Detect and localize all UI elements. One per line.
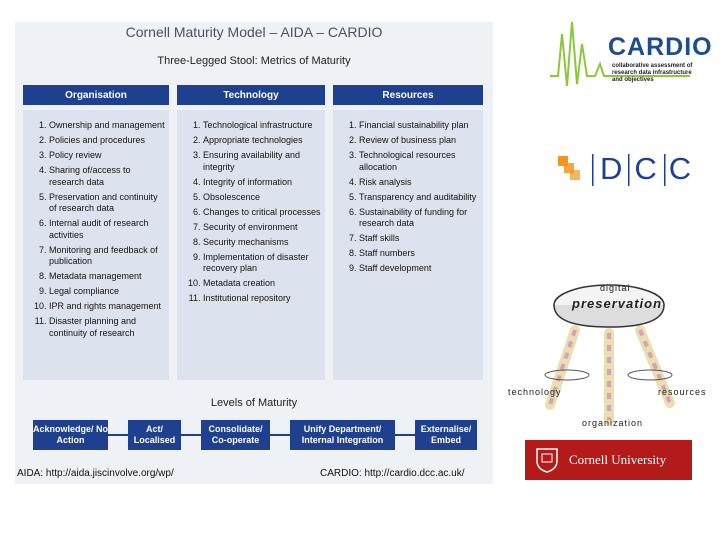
aida-url: AIDA: http://aida.jiscinvolve.org/wp/ — [17, 468, 174, 479]
list-item: Legal compliance — [49, 286, 165, 298]
column-organisation: Ownership and management Policies and pr… — [23, 110, 169, 380]
resources-list: Financial sustainability plan Review of … — [333, 110, 483, 275]
level-arrow — [108, 434, 128, 436]
cardio-url: CARDIO: http://cardio.dcc.ac.uk/ — [320, 468, 465, 479]
level-arrow — [395, 434, 415, 436]
level-arrow — [181, 434, 201, 436]
list-item: Sharing of/access to research data — [49, 165, 165, 188]
level-acknowledge: Acknowledge/ No Action — [33, 420, 108, 450]
stool-label-digital: digital — [600, 283, 631, 293]
level-consolidate: Consolidate/ Co-operate — [201, 420, 270, 450]
stool-label-organization: organization — [582, 418, 644, 428]
column-header-technology: Technology — [177, 85, 325, 105]
list-item: Preservation and continuity of research … — [49, 192, 165, 215]
list-item: Ownership and management — [49, 120, 165, 132]
list-item: Security mechanisms — [203, 237, 321, 249]
list-item: Security of environment — [203, 222, 321, 234]
list-item: Technological resources allocation — [359, 150, 479, 173]
column-header-organisation: Organisation — [23, 85, 169, 105]
level-unify: Unify Department/ Internal Integration — [290, 420, 395, 450]
technology-list: Technological infrastructure Appropriate… — [177, 110, 325, 305]
panel-title: Cornell Maturity Model – AIDA – CARDIO — [125, 24, 383, 40]
column-resources: Financial sustainability plan Review of … — [333, 110, 483, 380]
cornell-logo-text: Cornell University — [569, 452, 667, 467]
cardio-heartbeat-icon — [550, 21, 690, 87]
list-item: Policies and procedures — [49, 135, 165, 147]
dcc-logo-text: DCC — [600, 151, 704, 186]
list-item: IPR and rights management — [49, 301, 165, 313]
list-item: Changes to critical processes — [203, 207, 321, 219]
list-item: Ensuring availability and integrity — [203, 150, 321, 173]
list-item: Disaster planning and continuity of rese… — [49, 316, 165, 339]
list-item: Risk analysis — [359, 177, 479, 189]
panel-subtitle: Three-Legged Stool: Metrics of Maturity — [157, 55, 351, 67]
list-item: Metadata creation — [203, 278, 321, 290]
list-item: Financial sustainability plan — [359, 120, 479, 132]
list-item: Obsolescence — [203, 192, 321, 204]
dcc-logo-icon — [558, 154, 666, 186]
cornell-seal-icon — [536, 448, 558, 473]
organisation-list: Ownership and management Policies and pr… — [23, 110, 169, 339]
three-legged-stool-icon — [544, 284, 675, 425]
cornell-logo: Cornell University — [525, 440, 692, 480]
level-arrow — [270, 434, 290, 436]
stool-label-technology: technology — [508, 387, 562, 397]
list-item: Policy review — [49, 150, 165, 162]
list-item: Institutional repository — [203, 293, 321, 305]
list-item: Staff numbers — [359, 248, 479, 260]
stool-label-preservation: preservation — [572, 296, 663, 311]
levels-title: Levels of Maturity — [210, 397, 298, 409]
list-item: Transparency and auditability — [359, 192, 479, 204]
list-item: Implementation of disaster recovery plan — [203, 252, 321, 275]
list-item: Appropriate technologies — [203, 135, 321, 147]
list-item: Monitoring and feedback of publication — [49, 245, 165, 268]
cardio-tagline: collaborative assessment of research dat… — [612, 63, 693, 83]
level-externalise: Externalise/ Embed — [415, 420, 477, 450]
cardio-logo-text: CARDIO — [608, 33, 713, 61]
stool-label-resources: resources — [658, 387, 707, 397]
column-header-resources: Resources — [333, 85, 483, 105]
list-item: Internal audit of research activities — [49, 218, 165, 241]
maturity-model-panel: Cornell Maturity Model – AIDA – CARDIO T… — [15, 22, 493, 484]
list-item: Staff development — [359, 263, 479, 275]
list-item: Metadata management — [49, 271, 165, 283]
list-item: Staff skills — [359, 233, 479, 245]
list-item: Integrity of information — [203, 177, 321, 189]
level-act: Act/ Localised — [128, 420, 181, 450]
list-item: Review of business plan — [359, 135, 479, 147]
list-item: Sustainability of funding for research d… — [359, 207, 479, 230]
column-technology: Technological infrastructure Appropriate… — [177, 110, 325, 380]
list-item: Technological infrastructure — [203, 120, 321, 132]
